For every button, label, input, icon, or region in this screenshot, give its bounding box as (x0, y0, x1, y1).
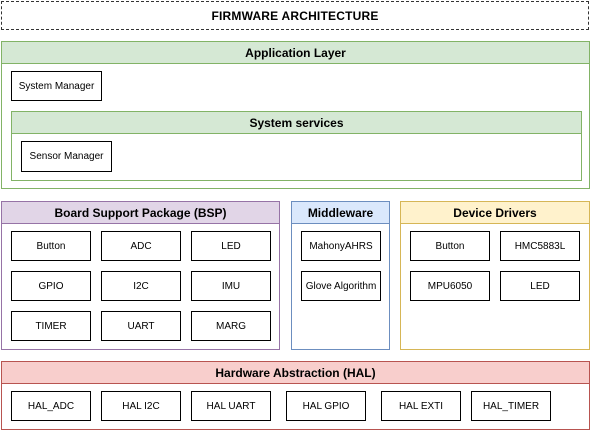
system-manager-node: System Manager (11, 71, 102, 101)
middleware-layer: Middleware MahonyAHRS Glove Algorithm (291, 201, 390, 350)
glove-algorithm-node: Glove Algorithm (301, 271, 381, 301)
hal-adc-node: HAL_ADC (11, 391, 91, 421)
driver-hmc5883l-node: HMC5883L (500, 231, 580, 261)
bsp-adc-node: ADC (101, 231, 181, 261)
mahony-ahrs-node: MahonyAHRS (301, 231, 381, 261)
bsp-marg-node: MARG (191, 311, 271, 341)
device-drivers-layer: Device Drivers Button HMC5883L MPU6050 L… (400, 201, 590, 350)
hal-uart-node: HAL UART (191, 391, 271, 421)
application-layer: Application Layer System Manager System … (1, 41, 590, 189)
hal-gpio-node: HAL GPIO (286, 391, 366, 421)
system-services-header: System services (12, 112, 581, 134)
hal-layer: Hardware Abstraction (HAL) HAL_ADC HAL I… (1, 361, 590, 430)
driver-led-node: LED (500, 271, 580, 301)
bsp-layer: Board Support Package (BSP) Button ADC L… (1, 201, 280, 350)
sensor-manager-node: Sensor Manager (21, 141, 112, 172)
middleware-header: Middleware (292, 202, 389, 224)
bsp-timer-node: TIMER (11, 311, 91, 341)
application-layer-header: Application Layer (2, 42, 589, 64)
hal-timer-node: HAL_TIMER (471, 391, 551, 421)
bsp-gpio-node: GPIO (11, 271, 91, 301)
hal-header: Hardware Abstraction (HAL) (2, 362, 589, 384)
driver-mpu6050-node: MPU6050 (410, 271, 490, 301)
hal-exti-node: HAL EXTI (381, 391, 461, 421)
device-drivers-header: Device Drivers (401, 202, 589, 224)
bsp-button-node: Button (11, 231, 91, 261)
bsp-uart-node: UART (101, 311, 181, 341)
bsp-header: Board Support Package (BSP) (2, 202, 279, 224)
system-services: System services Sensor Manager (11, 111, 582, 181)
bsp-imu-node: IMU (191, 271, 271, 301)
bsp-led-node: LED (191, 231, 271, 261)
driver-button-node: Button (410, 231, 490, 261)
diagram-title: FIRMWARE ARCHITECTURE (1, 1, 589, 30)
hal-i2c-node: HAL I2C (101, 391, 181, 421)
bsp-i2c-node: I2C (101, 271, 181, 301)
